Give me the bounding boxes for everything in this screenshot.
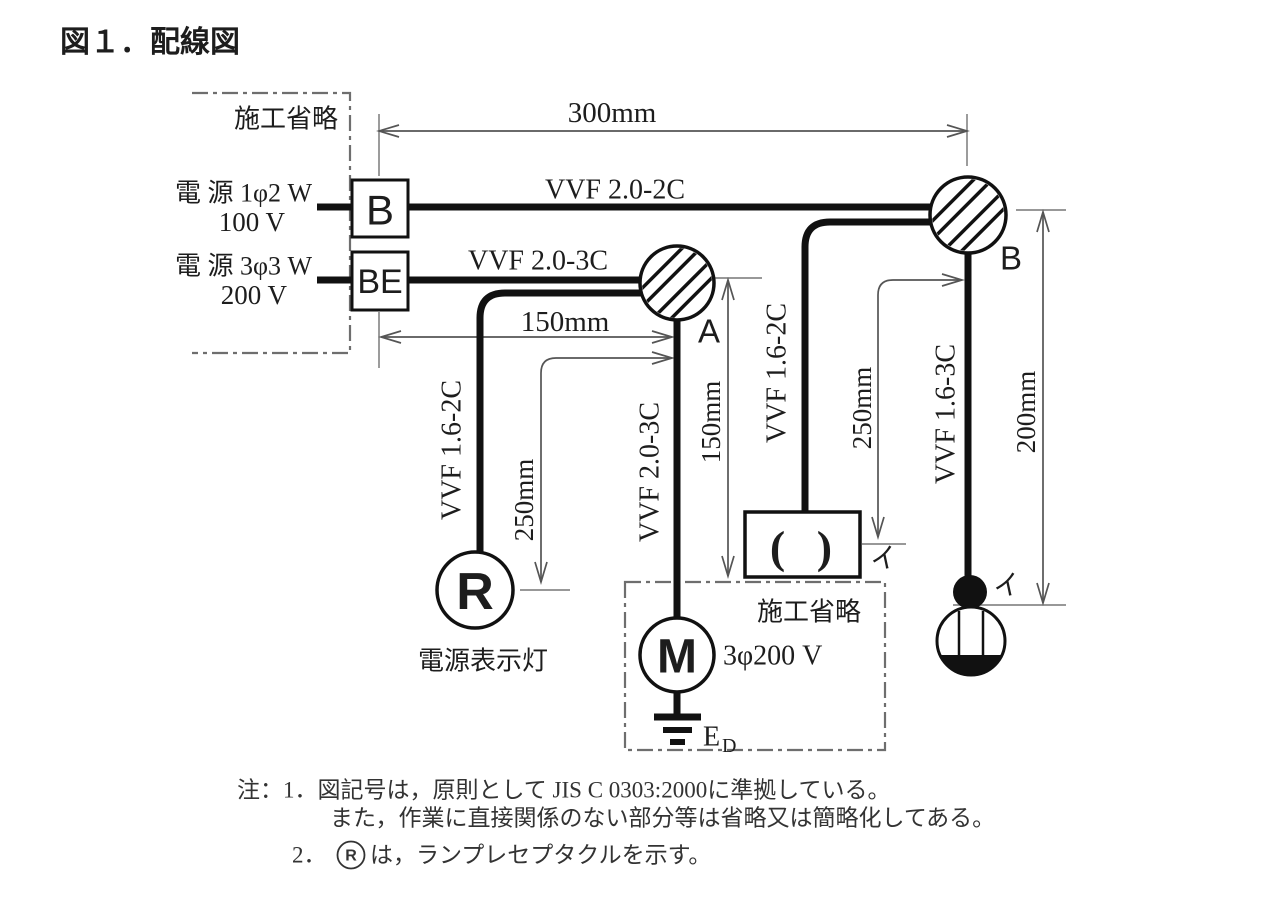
note-line2: また，作業に直接関係のない部分等は省略又は簡略化してある。: [330, 806, 995, 831]
source2-name: 電 源 3φ3 W: [175, 252, 313, 281]
source1-voltage: 100 V: [219, 207, 286, 237]
source1-name: 電 源 1φ2 W: [175, 179, 313, 208]
note-line3-text: は，ランプレセプタクルを示す。: [370, 843, 711, 868]
ceiling-lamp-cap: [953, 575, 987, 609]
note-circled-r-letter: R: [345, 848, 357, 865]
omission-box-bottom: [623, 580, 887, 752]
dim-label-150-h: 150mm: [521, 306, 610, 338]
cable-label-lamp: VVF 1.6-3C: [931, 344, 962, 484]
cable-label-top: VVF 2.0-2C: [545, 175, 685, 206]
cable-label-motor: VVF 2.0-3C: [635, 402, 666, 542]
motor-symbol: M: [657, 631, 697, 684]
switch-mark: イ: [868, 542, 901, 577]
cable-labels: VVF 2.0-2C VVF 2.0-3C VVF 1.6-2C VVF 2.0…: [437, 175, 962, 543]
dimension-labels: 300mm 150mm 250mm 150mm 250mm 200mm: [509, 97, 1041, 541]
ceiling-lamp: [935, 575, 1007, 677]
lamp-receptacle-symbol: R: [456, 563, 494, 621]
power-source-labels: 電 源 1φ2 W 100 V 電 源 3φ3 W 200 V: [175, 179, 313, 311]
switch-box-symbol: ( ): [770, 522, 842, 573]
ground-label-sub: D: [722, 735, 736, 757]
motor: M: [638, 616, 716, 694]
cable-label-be-a: VVF 2.0-3C: [468, 246, 608, 277]
ground-label: E: [703, 722, 720, 753]
dim-label-250-right: 250mm: [847, 367, 877, 450]
junction-box-a-hatch: [642, 248, 712, 318]
lamp-receptacle: R: [435, 550, 515, 630]
dimension-lines: [376, 124, 1050, 606]
ground-symbol: [654, 692, 701, 745]
lamp-receptacle-caption: 電源表示灯: [418, 647, 548, 676]
lamp-mark: イ: [991, 569, 1024, 604]
cable-junction-a-to-receptacle: [476, 289, 646, 553]
figure-title: 図１．配線図: [60, 25, 240, 59]
dim-label-300: 300mm: [568, 97, 657, 129]
breaker-be: BE: [350, 250, 410, 312]
cable-label-switch: VVF 1.6-2C: [762, 303, 793, 443]
junction-b-label: B: [1000, 240, 1022, 277]
omission-label-top: 施工省略: [234, 105, 338, 134]
source2-voltage: 200 V: [221, 280, 288, 310]
junction-box-b-hatch: [932, 179, 1004, 251]
note-line3-prefix: 2．: [292, 843, 327, 868]
cable-label-receptacle: VVF 1.6-2C: [437, 380, 468, 520]
breaker-b: B: [350, 178, 410, 239]
junction-a-label: A: [698, 313, 720, 350]
dim-label-150-v: 150mm: [696, 381, 726, 464]
motor-rating: 3φ200 V: [723, 641, 822, 672]
cable-junction-b-to-switch: [801, 218, 932, 513]
notes: 注：1．図記号は，原則として JIS C 0303:2000に準拠している。 ま…: [237, 778, 995, 870]
cables: [317, 203, 972, 619]
dim-label-200: 200mm: [1011, 371, 1041, 454]
switch-box: ( ): [743, 510, 862, 579]
breaker-be-label: BE: [357, 263, 402, 301]
note-circled-r: R: [336, 840, 366, 870]
dim-label-250-left: 250mm: [509, 459, 539, 542]
junction-box-a: A: [638, 244, 720, 350]
omission-label-bottom: 施工省略: [757, 598, 861, 627]
dimension-extension-lines: [378, 114, 1066, 606]
breaker-b-label: B: [366, 187, 394, 234]
junction-box-b: B: [928, 175, 1022, 277]
note-line1: 注：1．図記号は，原則として JIS C 0303:2000に準拠している。: [237, 778, 891, 803]
